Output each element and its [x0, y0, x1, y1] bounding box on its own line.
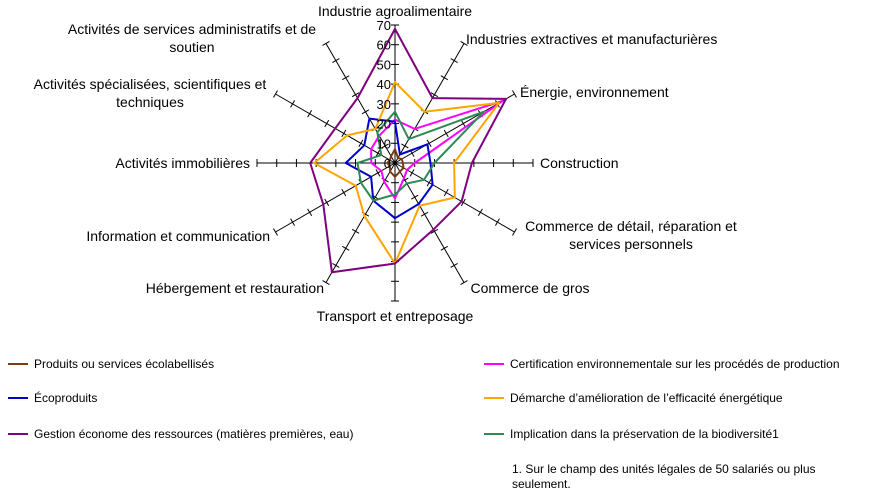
category-label: Construction	[540, 155, 619, 171]
axis-tick	[307, 110, 313, 118]
axis-tick	[460, 41, 468, 46]
axis-tick	[440, 245, 448, 251]
legend-swatch	[484, 363, 504, 365]
series-line-4	[309, 27, 507, 274]
r-tick-label: 50	[377, 57, 391, 72]
legend-label: Implication dans la préservation de la b…	[510, 427, 779, 441]
axis-tick	[342, 245, 350, 251]
axis-tick	[273, 228, 278, 236]
axis-tick	[290, 100, 295, 108]
axis-tick	[322, 41, 330, 46]
radial-tick-labels-layer: 0 10 20 30 40 50 60 70	[377, 18, 391, 171]
category-label: Activités spécialisées, scientifiques et…	[34, 76, 267, 110]
axis-tick	[322, 280, 330, 285]
axis-tick	[351, 92, 360, 98]
axis-tick	[351, 228, 360, 234]
axis-tick	[440, 75, 448, 81]
spoke-axis	[394, 43, 465, 164]
axis-tick	[495, 218, 500, 226]
axis-tick	[426, 179, 432, 187]
axis-tick	[381, 143, 389, 149]
axis-tick	[512, 90, 517, 98]
category-label: Information et communication	[86, 228, 270, 244]
r-tick-label: 60	[377, 38, 391, 53]
axis-tick	[460, 119, 466, 128]
legend-label: Démarche d’amélioration de l’efficacité …	[510, 391, 783, 405]
axis-tick	[477, 208, 483, 216]
category-label: Industrie agroalimentaire	[318, 3, 472, 19]
axis-tick	[332, 263, 340, 268]
axis-tick	[375, 149, 381, 157]
axis-tick	[307, 208, 313, 216]
r-tick-label: 70	[377, 18, 391, 33]
series-line-0	[386, 148, 405, 178]
axis-tick	[341, 129, 347, 138]
r-tick-label: 10	[377, 136, 391, 151]
axis-tick	[430, 228, 439, 234]
axis-tick	[324, 198, 330, 207]
axis-tick	[512, 228, 517, 236]
legend-label: Produits ou services écolabellisés	[34, 357, 215, 371]
category-label: Hébergement et restauration	[146, 280, 324, 296]
legend-swatch	[8, 433, 28, 435]
axis-tick	[324, 119, 330, 128]
axis-tick	[411, 194, 419, 200]
spoke-axis	[325, 43, 396, 164]
axis-tick	[290, 218, 295, 226]
axis-tick	[342, 75, 350, 81]
axis-tick	[401, 143, 409, 149]
axis-tick	[450, 263, 458, 268]
legend-swatch	[8, 397, 28, 399]
footnote: 1. Sur le champ des unités légales de 50…	[512, 462, 816, 491]
axis-tick	[460, 198, 466, 207]
r-tick-label: 0	[384, 156, 391, 171]
axis-tick	[332, 58, 340, 63]
legend-label: Certification environnementale sur les p…	[510, 357, 840, 371]
axes-layer	[257, 25, 533, 301]
axis-tick	[273, 90, 278, 98]
axis-tick	[450, 58, 458, 63]
series-line-5	[356, 110, 485, 202]
axis-tick	[358, 139, 364, 147]
legend-swatch	[8, 363, 28, 365]
category-label: Activités de services administratifs et …	[68, 21, 316, 55]
axis-tick	[430, 92, 439, 98]
axis-tick	[375, 169, 381, 177]
category-label: Industries extractives et manufacturière…	[466, 31, 717, 47]
category-label: Transport et entreposage	[317, 308, 474, 324]
legend-label: Gestion économe des ressources (matières…	[34, 427, 354, 441]
legend-swatch	[484, 397, 504, 399]
axis-tick	[420, 211, 429, 217]
category-label: Commerce de gros	[470, 280, 589, 296]
legend-label: Écoproduits	[34, 391, 98, 405]
radar-chart: 0 10 20 30 40 50 60 70 Industrie agroalimentair…	[34, 3, 737, 324]
category-label: Activités immobilières	[115, 155, 250, 171]
axis-tick	[361, 109, 370, 115]
r-tick-label: 20	[377, 117, 391, 132]
r-tick-label: 40	[377, 77, 391, 92]
spoke-axis	[275, 162, 396, 233]
category-label: Énergie, environnement	[520, 84, 669, 100]
r-tick-label: 30	[377, 97, 391, 112]
legend-swatch	[484, 433, 504, 435]
spoke-axis	[325, 162, 396, 283]
axis-tick	[409, 169, 415, 177]
axis-tick	[443, 129, 449, 138]
axis-tick	[426, 139, 432, 147]
axis-tick	[443, 188, 449, 197]
series-layer	[309, 27, 507, 274]
axis-tick	[460, 280, 468, 285]
series-line-2	[344, 117, 434, 220]
axis-tick	[341, 188, 347, 197]
series-line-1	[370, 99, 504, 200]
